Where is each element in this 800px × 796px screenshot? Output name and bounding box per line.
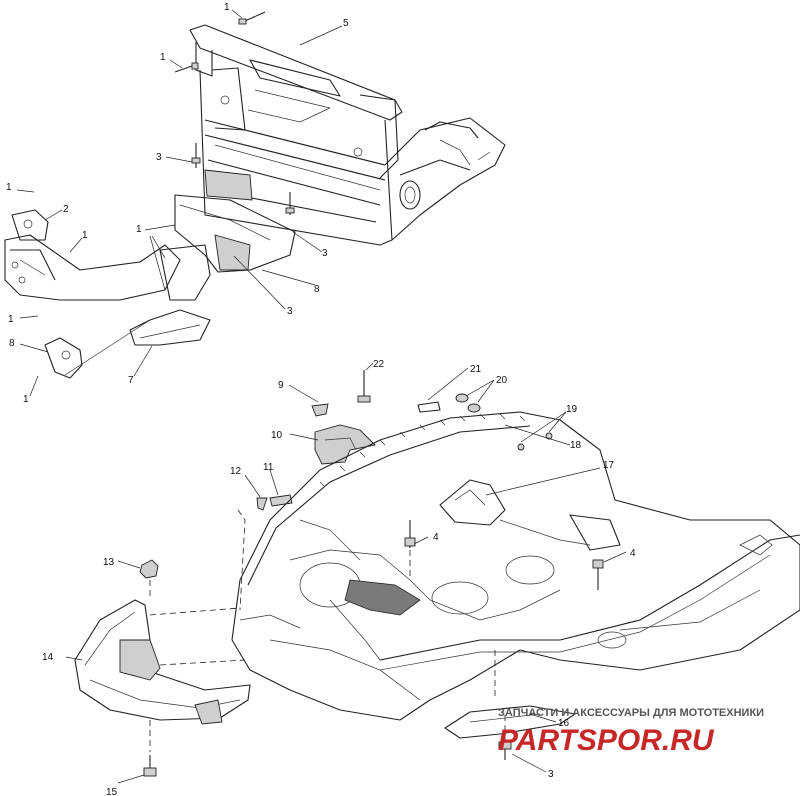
- callout-2: 2: [63, 204, 69, 215]
- callout-12: 12: [230, 466, 242, 477]
- callout-9: 9: [278, 380, 284, 391]
- callout-1: 1: [8, 314, 14, 325]
- callout-1: 1: [224, 2, 230, 13]
- center-support-bracket: [314, 424, 376, 465]
- bolt-fastener: [174, 11, 295, 215]
- callout-14: 14: [42, 652, 54, 663]
- callout-15: 15: [106, 787, 118, 796]
- callout-16: 16: [558, 718, 570, 729]
- callout-17: 17: [603, 460, 615, 471]
- callout-8: 8: [9, 338, 15, 349]
- watermark: ЗАПЧАСТИ И АКСЕССУАРЫ ДЛЯ МОТОТЕХНИКИ PA…: [498, 707, 764, 757]
- left-mount-bracket-assembly: [4, 194, 296, 379]
- callout-5: 5: [343, 18, 349, 29]
- callout-labels: 1 1 5 3 1 2 1 1 3 8 3 1 8 1 7 9 22 21 20…: [6, 2, 636, 796]
- callout-8: 8: [314, 284, 320, 295]
- callout-21: 21: [470, 364, 482, 375]
- callout-18: 18: [570, 440, 582, 451]
- callout-10: 10: [271, 430, 283, 441]
- callout-1: 1: [82, 230, 88, 241]
- callout-1: 1: [23, 394, 29, 405]
- callout-3: 3: [287, 306, 293, 317]
- watermark-brand: PARTSPOR.RU: [498, 724, 715, 757]
- front-frame-assembly: [189, 24, 506, 246]
- assembly-dashed-lines: [149, 509, 506, 752]
- leader-lines: [16, 9, 627, 784]
- bottom-hardware: [139, 520, 604, 777]
- callout-19: 19: [566, 404, 578, 415]
- callout-1: 1: [160, 52, 166, 63]
- callout-1: 1: [6, 182, 12, 193]
- watermark-tagline: ЗАПЧАСТИ И АКСЕССУАРЫ ДЛЯ МОТОТЕХНИКИ: [498, 707, 764, 719]
- front-bumper: [74, 599, 251, 725]
- callout-22: 22: [373, 359, 385, 370]
- callout-4: 4: [433, 532, 439, 543]
- callout-4: 4: [630, 548, 636, 559]
- callout-7: 7: [128, 375, 134, 386]
- callout-20: 20: [496, 375, 508, 386]
- callout-3: 3: [322, 248, 328, 259]
- hood-body: [231, 411, 800, 721]
- callout-3: 3: [156, 152, 162, 163]
- callout-3: 3: [548, 769, 554, 780]
- callout-13: 13: [103, 557, 115, 568]
- callout-1: 1: [136, 224, 142, 235]
- hood-hardware: [256, 370, 553, 511]
- callout-11: 11: [263, 462, 274, 473]
